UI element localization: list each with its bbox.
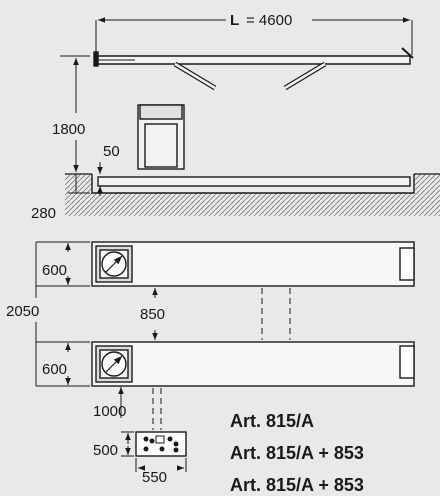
length-value: = 4600 — [246, 12, 292, 29]
gap-label: 850 — [140, 306, 165, 323]
unit-width-label: 550 — [142, 469, 167, 486]
article-line-2: Art. 815/A + 853 — [230, 443, 364, 463]
runway-bottom — [91, 341, 415, 387]
runway-width-top-label: 600 — [42, 262, 67, 279]
side-elevation-raised — [60, 17, 440, 216]
article-line-3: Art. 815/A + 853 — [230, 475, 364, 495]
plan-view — [35, 241, 415, 472]
overall-width-label: 2050 — [6, 303, 39, 320]
unit-depth-label: 500 — [93, 442, 118, 459]
unit-offset-label: 1000 — [93, 403, 126, 420]
length-label: L — [230, 12, 239, 29]
runway-width-bottom-label: 600 — [42, 361, 67, 378]
pit-depth-label: 280 — [31, 205, 56, 222]
height-lift-label: 1800 — [52, 121, 85, 138]
platform-height-label: 50 — [103, 143, 120, 160]
runway-top — [91, 241, 415, 287]
article-line-1: Art. 815/A — [230, 411, 314, 431]
